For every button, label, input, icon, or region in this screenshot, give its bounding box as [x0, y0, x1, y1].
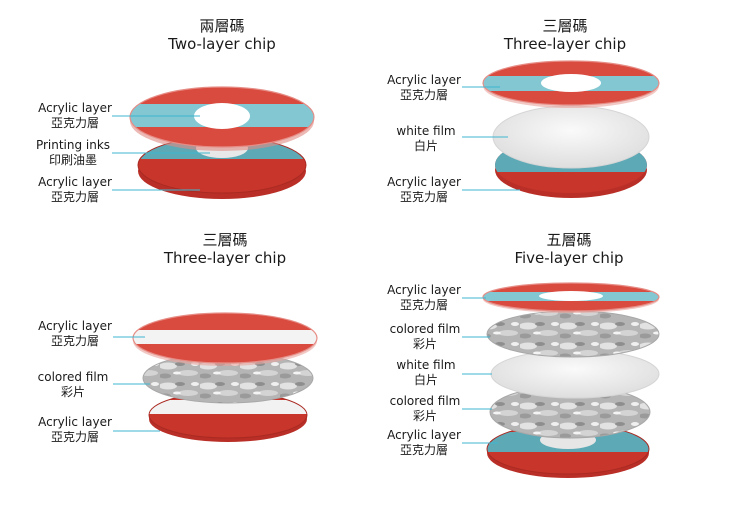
title-en: Three-layer chip — [503, 35, 627, 53]
title-cn: 兩層碼 — [199, 17, 245, 35]
layer-label-acrylic-top: Acrylic layer 亞克力層 — [38, 101, 112, 130]
panel-title-three-layer-colored: 三層碼 Three-layer chip — [155, 231, 295, 267]
layer-label-printing-inks: Printing inks 印刷油墨 — [35, 138, 111, 167]
title-cn: 三層碼 — [202, 231, 248, 249]
title-en: Three-layer chip — [163, 249, 287, 267]
title-en: Five-layer chip — [514, 249, 624, 267]
layer-label-colored-film-lower: colored film 彩片 — [389, 394, 461, 423]
title-en: Two-layer chip — [168, 35, 276, 53]
layer-label-white-film: white film 白片 — [396, 124, 456, 153]
layer-label-acrylic-bottom: Acrylic layer 亞克力層 — [387, 428, 461, 457]
panel-title-three-layer-white: 三層碼 Three-layer chip — [495, 17, 635, 53]
layer-label-acrylic-top: Acrylic layer 亞克力層 — [387, 73, 461, 102]
two-layer-chip-illustration — [112, 86, 315, 199]
layer-label-acrylic-bottom: Acrylic layer 亞克力層 — [387, 175, 461, 204]
layer-label-colored-film-upper: colored film 彩片 — [389, 322, 461, 351]
layer-label-acrylic-bottom: Acrylic layer 亞克力層 — [38, 415, 112, 444]
layer-label-colored-film: colored film 彩片 — [37, 370, 109, 399]
title-cn: 三層碼 — [542, 17, 588, 35]
layer-label-white-film: white film 白片 — [396, 358, 456, 387]
three-layer-colored-chip-illustration — [113, 312, 318, 442]
five-layer-chip-illustration — [462, 282, 660, 478]
panel-title-two-layer: 兩層碼 Two-layer chip — [152, 17, 292, 53]
layer-label-acrylic-top: Acrylic layer 亞克力層 — [38, 319, 112, 348]
title-cn: 五層碼 — [546, 231, 592, 249]
three-layer-white-chip-illustration — [462, 60, 660, 198]
layer-label-acrylic-bottom: Acrylic layer 亞克力層 — [38, 175, 112, 204]
layer-label-acrylic-top: Acrylic layer 亞克力層 — [387, 283, 461, 312]
panel-title-five-layer: 五層碼 Five-layer chip — [499, 231, 639, 267]
